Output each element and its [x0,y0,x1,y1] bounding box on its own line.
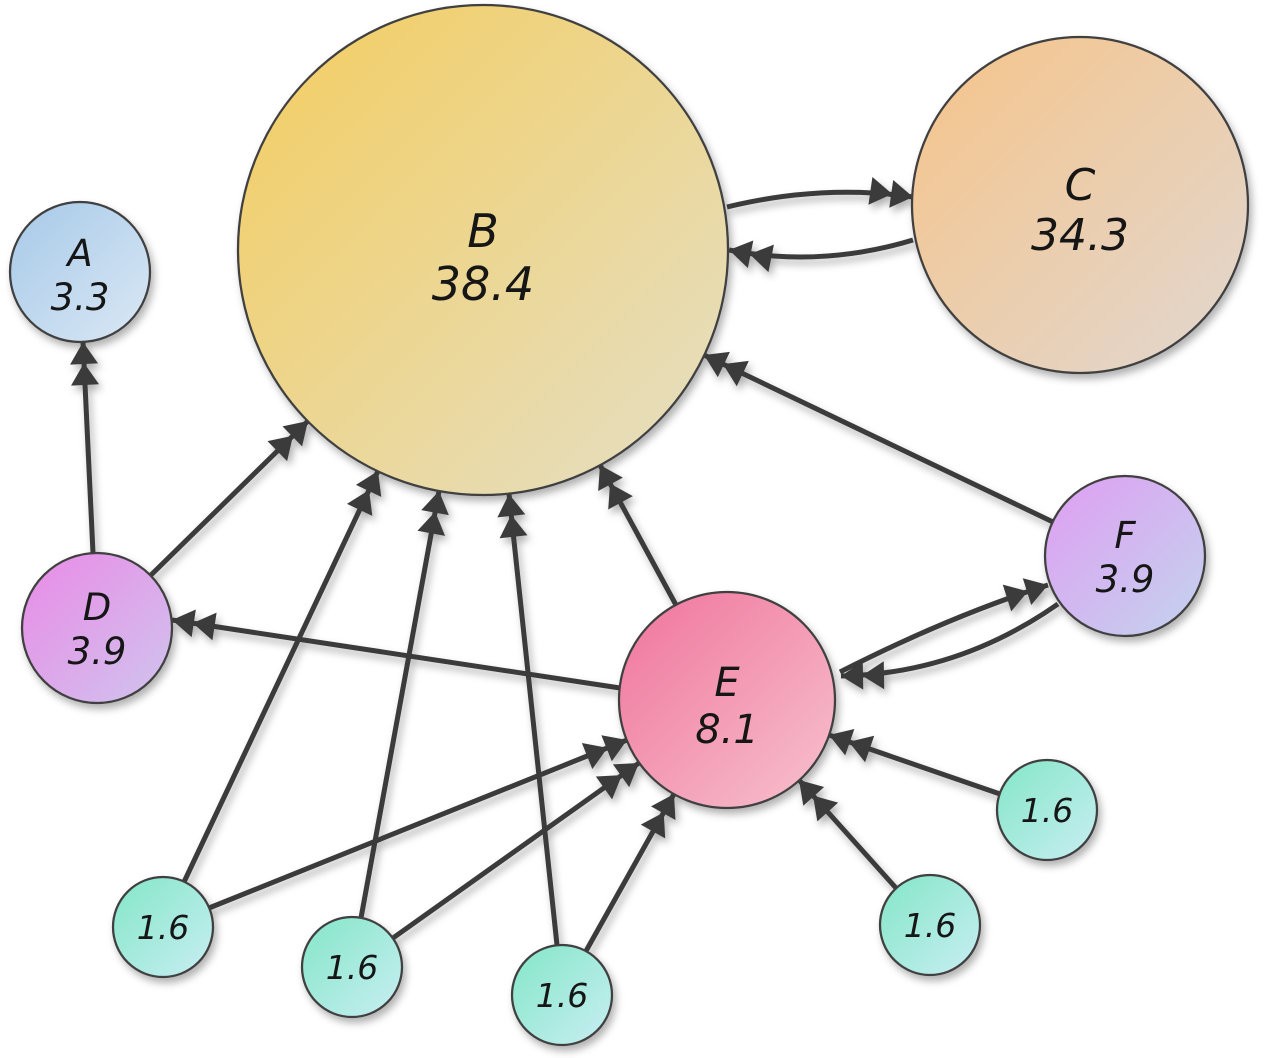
edge-s2-to-B [358,490,449,919]
node-B-value: 38.4 [432,257,534,311]
node-B [236,3,730,497]
node-A-value: 3.3 [51,276,110,319]
edge-D-to-B [149,419,310,577]
node-E-label: E [714,660,740,706]
node-layer: B 38.4 C 34.3 A 3.3 D 3.9 E 8.1 F 3.9 [8,3,1250,1047]
edge-s4-to-E [797,778,898,890]
node-A-label: A [65,232,92,275]
node-E-value: 8.1 [695,707,759,753]
edge-s1-to-B [181,469,382,884]
node-F-label: F [1114,514,1136,557]
edge-s5-to-E [828,728,1001,797]
node-s2-value: 1.6 [326,948,378,987]
node-s1-value: 1.6 [137,908,189,947]
node-D-value: 3.9 [68,630,127,673]
node-E [617,590,837,810]
node-C-value: 34.3 [1031,210,1129,261]
node-C [910,35,1250,375]
edge-s2-to-E [391,760,641,941]
node-A [8,200,152,344]
node-s5-value: 1.6 [1021,791,1073,830]
node-s1 [111,875,215,979]
edge-F-to-E [840,601,1060,690]
node-s5 [995,758,1099,862]
node-D-label: D [83,586,112,629]
node-s2 [300,915,404,1019]
edge-E-to-D [171,609,621,691]
node-B-label: B [467,204,499,258]
edge-B-to-C [726,177,914,210]
edge-s3-to-B [497,493,560,946]
node-F [1043,474,1207,638]
edge-s3-to-E [583,792,677,953]
edge-E-to-B [597,463,679,607]
node-s4-value: 1.6 [904,906,956,945]
edge-E-to-F [838,578,1049,675]
edge-D-to-A [70,341,100,554]
node-s4 [878,873,982,977]
node-C-label: C [1065,160,1096,211]
node-s3-value: 1.6 [536,976,588,1015]
edge-layer [70,177,1060,953]
node-F-value: 3.9 [1096,558,1155,601]
node-s3 [510,943,614,1047]
graph-content: B 38.4 C 34.3 A 3.3 D 3.9 E 8.1 F 3.9 [8,3,1250,1047]
node-D [20,551,174,705]
edge-s1-to-E [208,735,628,911]
edge-C-to-B [728,237,914,273]
edge-F-to-B [702,351,1055,525]
